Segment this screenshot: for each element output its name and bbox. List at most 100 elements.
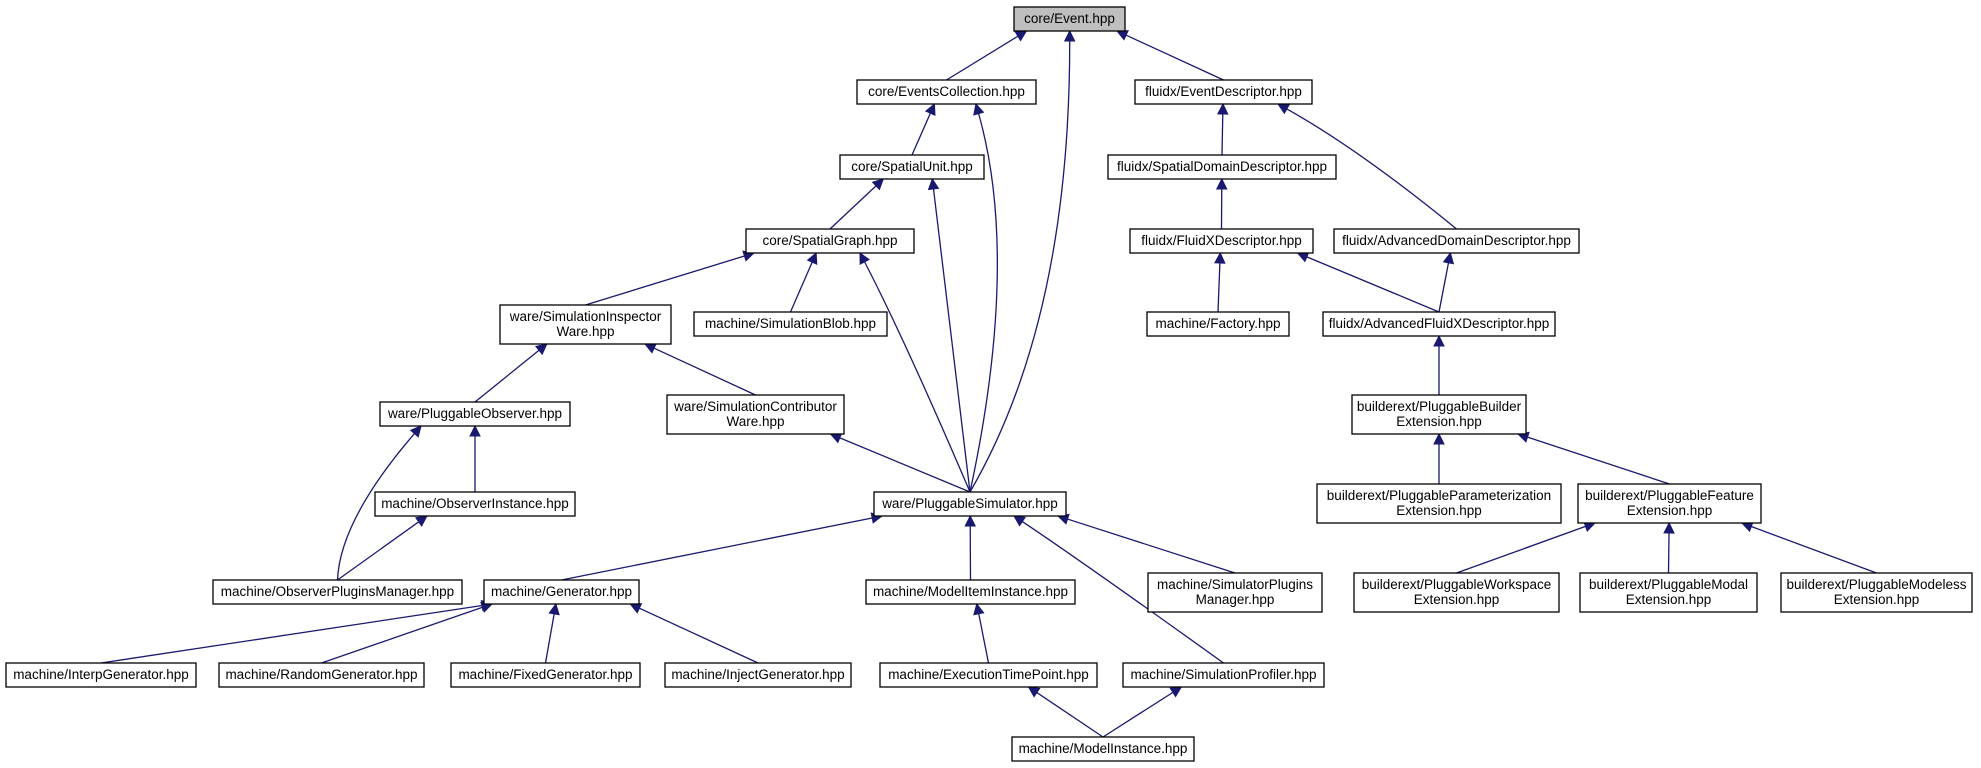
graph-node-box[interactable] <box>379 401 571 427</box>
graph-node-model-instance[interactable]: machine/ModelInstance.hpp <box>1011 736 1195 762</box>
graph-node-label: builderext/PluggableBuilder <box>1357 399 1522 414</box>
graph-node-label: machine/FixedGenerator.hpp <box>458 667 632 682</box>
graph-node-label: Extension.hpp <box>1834 592 1920 607</box>
include-arrowhead <box>859 252 870 265</box>
graph-node-label: builderext/PluggableWorkspace <box>1362 577 1552 592</box>
graph-node-box[interactable] <box>693 311 888 337</box>
graph-node-factory[interactable]: machine/Factory.hpp <box>1146 311 1290 337</box>
graph-node-label: machine/InjectGenerator.hpp <box>671 667 844 682</box>
nodes-layer: core/Event.hpp core/EventsCollection.hpp f… <box>5 6 1973 762</box>
graph-node-pluggable-workspace-extension[interactable]: builderext/PluggableWorkspaceExtension.h… <box>1353 572 1560 613</box>
graph-node-box[interactable] <box>1122 662 1325 688</box>
graph-node-box[interactable] <box>5 662 197 688</box>
graph-node-pluggable-parameterization-extension[interactable]: builderext/PluggableParameterizationExte… <box>1316 483 1562 524</box>
graph-node-observer-instance[interactable]: machine/ObserverInstance.hpp <box>374 491 576 517</box>
graph-node-fluidx-descriptor[interactable]: fluidx/FluidXDescriptor.hpp <box>1129 228 1314 254</box>
graph-node-box[interactable] <box>1353 572 1560 613</box>
graph-node-random-generator[interactable]: machine/RandomGenerator.hpp <box>218 662 425 688</box>
graph-node-spatial-domain-descriptor[interactable]: fluidx/SpatialDomainDescriptor.hpp <box>1107 154 1337 180</box>
graph-node-label: ware/SimulationContributor <box>673 399 837 414</box>
graph-node-box[interactable] <box>450 662 641 688</box>
graph-node-box[interactable] <box>873 491 1067 517</box>
graph-node-event[interactable]: core/Event.hpp <box>1013 6 1126 32</box>
graph-node-interp-generator[interactable]: machine/InterpGenerator.hpp <box>5 662 197 688</box>
include-arrowhead <box>548 602 560 616</box>
graph-node-inject-generator[interactable]: machine/InjectGenerator.hpp <box>664 662 852 688</box>
graph-node-box[interactable] <box>666 394 845 435</box>
graph-node-box[interactable] <box>218 662 425 688</box>
graph-node-box[interactable] <box>865 579 1076 605</box>
graph-node-label: core/SpatialUnit.hpp <box>851 159 973 174</box>
include-arrowhead <box>414 515 428 527</box>
graph-node-advanced-domain-descriptor[interactable]: fluidx/AdvancedDomainDescriptor.hpp <box>1333 228 1580 254</box>
include-arrowhead <box>964 514 977 527</box>
graph-node-box[interactable] <box>1780 572 1973 613</box>
graph-node-box[interactable] <box>1316 483 1562 524</box>
graph-node-box[interactable] <box>664 662 852 688</box>
include-edge <box>911 112 931 156</box>
include-arrowhead <box>1442 251 1455 265</box>
graph-node-generator[interactable]: machine/Generator.hpp <box>483 579 640 605</box>
graph-node-box[interactable] <box>1322 311 1556 337</box>
graph-node-box[interactable] <box>212 579 463 605</box>
graph-node-label: core/Event.hpp <box>1024 11 1115 26</box>
graph-node-event-descriptor[interactable]: fluidx/EventDescriptor.hpp <box>1134 79 1313 105</box>
graph-node-box[interactable] <box>745 228 915 254</box>
include-edge <box>1102 691 1174 738</box>
graph-node-spatial-unit[interactable]: core/SpatialUnit.hpp <box>839 154 985 180</box>
graph-node-box[interactable] <box>856 79 1037 105</box>
include-arrowhead <box>1027 686 1041 698</box>
graph-node-box[interactable] <box>1146 311 1290 337</box>
graph-node-advanced-fluidx-descriptor[interactable]: fluidx/AdvancedFluidXDescriptor.hpp <box>1322 311 1556 337</box>
graph-node-spatial-graph[interactable]: core/SpatialGraph.hpp <box>745 228 915 254</box>
graph-node-box[interactable] <box>1147 572 1323 613</box>
graph-node-label: machine/Factory.hpp <box>1155 316 1280 331</box>
graph-node-execution-time-point[interactable]: machine/ExecutionTimePoint.hpp <box>879 662 1098 688</box>
graph-node-box[interactable] <box>374 491 576 517</box>
include-arrowhead <box>1115 30 1129 41</box>
graph-node-box[interactable] <box>1134 79 1313 105</box>
graph-node-box[interactable] <box>1107 154 1337 180</box>
graph-node-pluggable-simulator[interactable]: ware/PluggableSimulator.hpp <box>873 491 1067 517</box>
graph-node-box[interactable] <box>483 579 640 605</box>
graph-node-box[interactable] <box>1129 228 1314 254</box>
graph-node-box[interactable] <box>1333 228 1580 254</box>
include-edge <box>839 437 971 493</box>
graph-node-box[interactable] <box>499 304 672 345</box>
graph-node-simulation-profiler[interactable]: machine/SimulationProfiler.hpp <box>1122 662 1325 688</box>
graph-node-model-item-instance[interactable]: machine/ModelItemInstance.hpp <box>865 579 1076 605</box>
graph-node-label: fluidx/AdvancedFluidXDescriptor.hpp <box>1329 316 1550 331</box>
graph-node-events-collection[interactable]: core/EventsCollection.hpp <box>856 79 1037 105</box>
include-arrowhead <box>1014 30 1028 42</box>
graph-node-observer-plugins-manager[interactable]: machine/ObserverPluginsManager.hpp <box>212 579 463 605</box>
graph-node-box[interactable] <box>879 662 1098 688</box>
graph-node-box[interactable] <box>1577 483 1762 524</box>
include-edge <box>653 347 756 396</box>
graph-node-label: Extension.hpp <box>1627 503 1713 518</box>
graph-node-box[interactable] <box>1579 572 1758 613</box>
graph-node-pluggable-modeless-extension[interactable]: builderext/PluggableModelessExtension.hp… <box>1780 572 1973 613</box>
include-arrowhead <box>1433 432 1445 445</box>
graph-node-label: fluidx/FluidXDescriptor.hpp <box>1141 233 1302 248</box>
graph-node-fixed-generator[interactable]: machine/FixedGenerator.hpp <box>450 662 641 688</box>
graph-node-box[interactable] <box>839 154 985 180</box>
include-arrowhead <box>924 102 936 116</box>
include-arrowhead <box>469 424 481 437</box>
include-edge <box>585 255 745 306</box>
graph-node-box[interactable] <box>1013 6 1126 32</box>
graph-node-box[interactable] <box>1351 394 1527 435</box>
include-arrowhead <box>629 603 643 614</box>
include-arrowhead <box>643 343 657 354</box>
graph-node-label: core/EventsCollection.hpp <box>868 84 1025 99</box>
include-arrowhead <box>1214 251 1226 264</box>
graph-node-simulation-blob[interactable]: machine/SimulationBlob.hpp <box>693 311 888 337</box>
graph-node-label: Ware.hpp <box>726 414 784 429</box>
graph-node-pluggable-observer[interactable]: ware/PluggableObserver.hpp <box>379 401 571 427</box>
graph-node-box[interactable] <box>1011 736 1195 762</box>
